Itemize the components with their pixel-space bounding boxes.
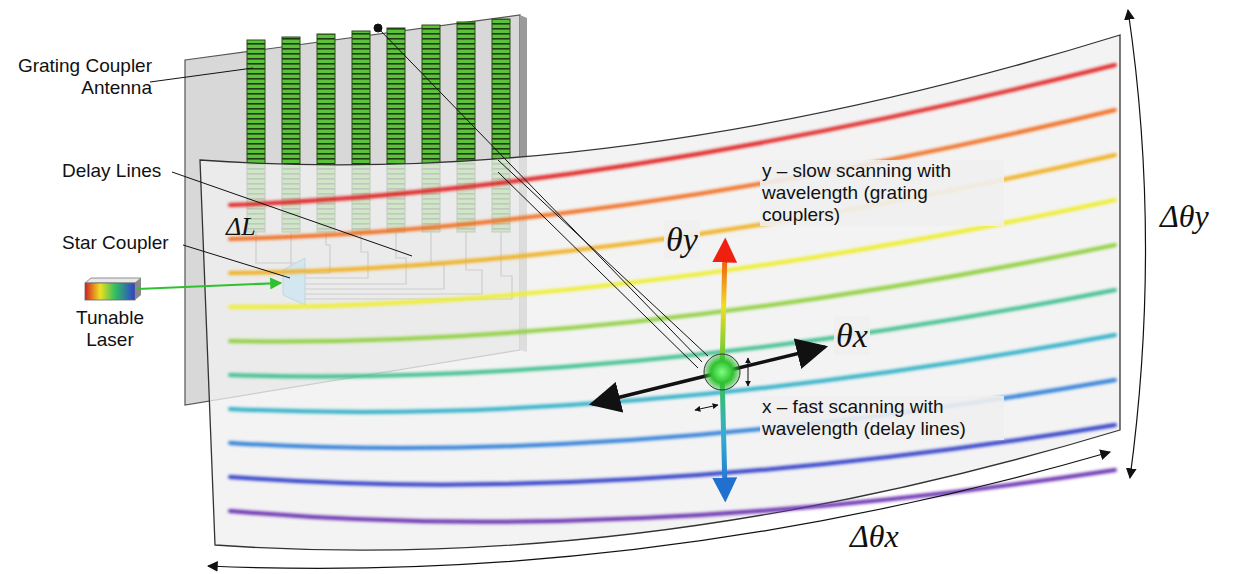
axis-label: θx (834, 316, 870, 355)
scan-lines (230, 65, 1115, 522)
fov-y-arrow (1128, 10, 1146, 478)
dimension-label: ΔL (226, 212, 256, 242)
part-label: Grating Coupler Antenna (2, 55, 152, 99)
laser-top (85, 278, 141, 283)
part-label: Star Coupler (62, 232, 169, 254)
tunable-laser (85, 283, 135, 300)
axis-note: y – slow scanning with wavelength (grati… (760, 160, 1004, 226)
spot-size-x (695, 405, 718, 410)
range-label: Δθy (1160, 198, 1209, 235)
axis-note: x – fast scanning with wavelength (delay… (760, 396, 1004, 440)
projection-screen (200, 35, 1120, 550)
theta-x-arrow (592, 372, 722, 404)
laser-beam (137, 283, 281, 289)
leader-lines (150, 68, 412, 278)
spot-size-y (748, 358, 749, 386)
beam-spot (704, 354, 740, 390)
beam-rays (374, 24, 708, 368)
axis-label: θy (664, 220, 700, 259)
range-label: Δθx (850, 518, 899, 555)
fov-x-arrow (208, 452, 1110, 568)
part-label: Delay Lines (62, 160, 161, 182)
part-label: Tunable Laser (68, 307, 152, 351)
